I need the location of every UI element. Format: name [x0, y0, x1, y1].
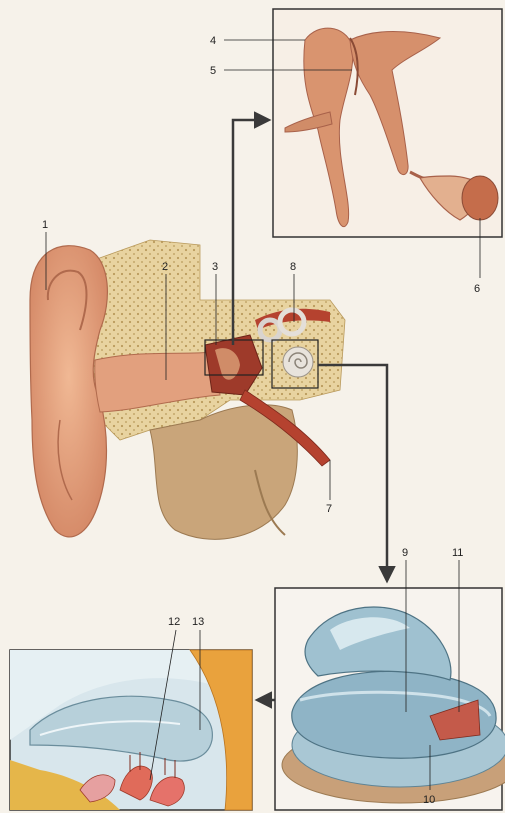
ear-cross-section: 1 2 3 8 7 — [30, 219, 345, 539]
label-2: 2 — [162, 261, 168, 273]
label-3: 3 — [212, 261, 218, 273]
organ-of-corti-inset: 12 13 — [10, 616, 252, 810]
label-13: 13 — [192, 616, 204, 628]
label-12: 12 — [168, 616, 180, 628]
label-6: 6 — [474, 283, 480, 295]
label-9: 9 — [402, 547, 408, 559]
label-1: 1 — [42, 219, 48, 231]
label-7: 7 — [326, 503, 332, 515]
label-8: 8 — [290, 261, 296, 273]
label-10: 10 — [423, 794, 435, 806]
cochlea-inset: 9 11 10 — [275, 547, 505, 810]
arrow-to-cochlea — [318, 365, 387, 580]
label-11: 11 — [452, 547, 463, 559]
label-5: 5 — [210, 65, 216, 77]
label-4: 4 — [210, 35, 216, 47]
ossicles-inset: 4 5 6 — [210, 9, 502, 295]
